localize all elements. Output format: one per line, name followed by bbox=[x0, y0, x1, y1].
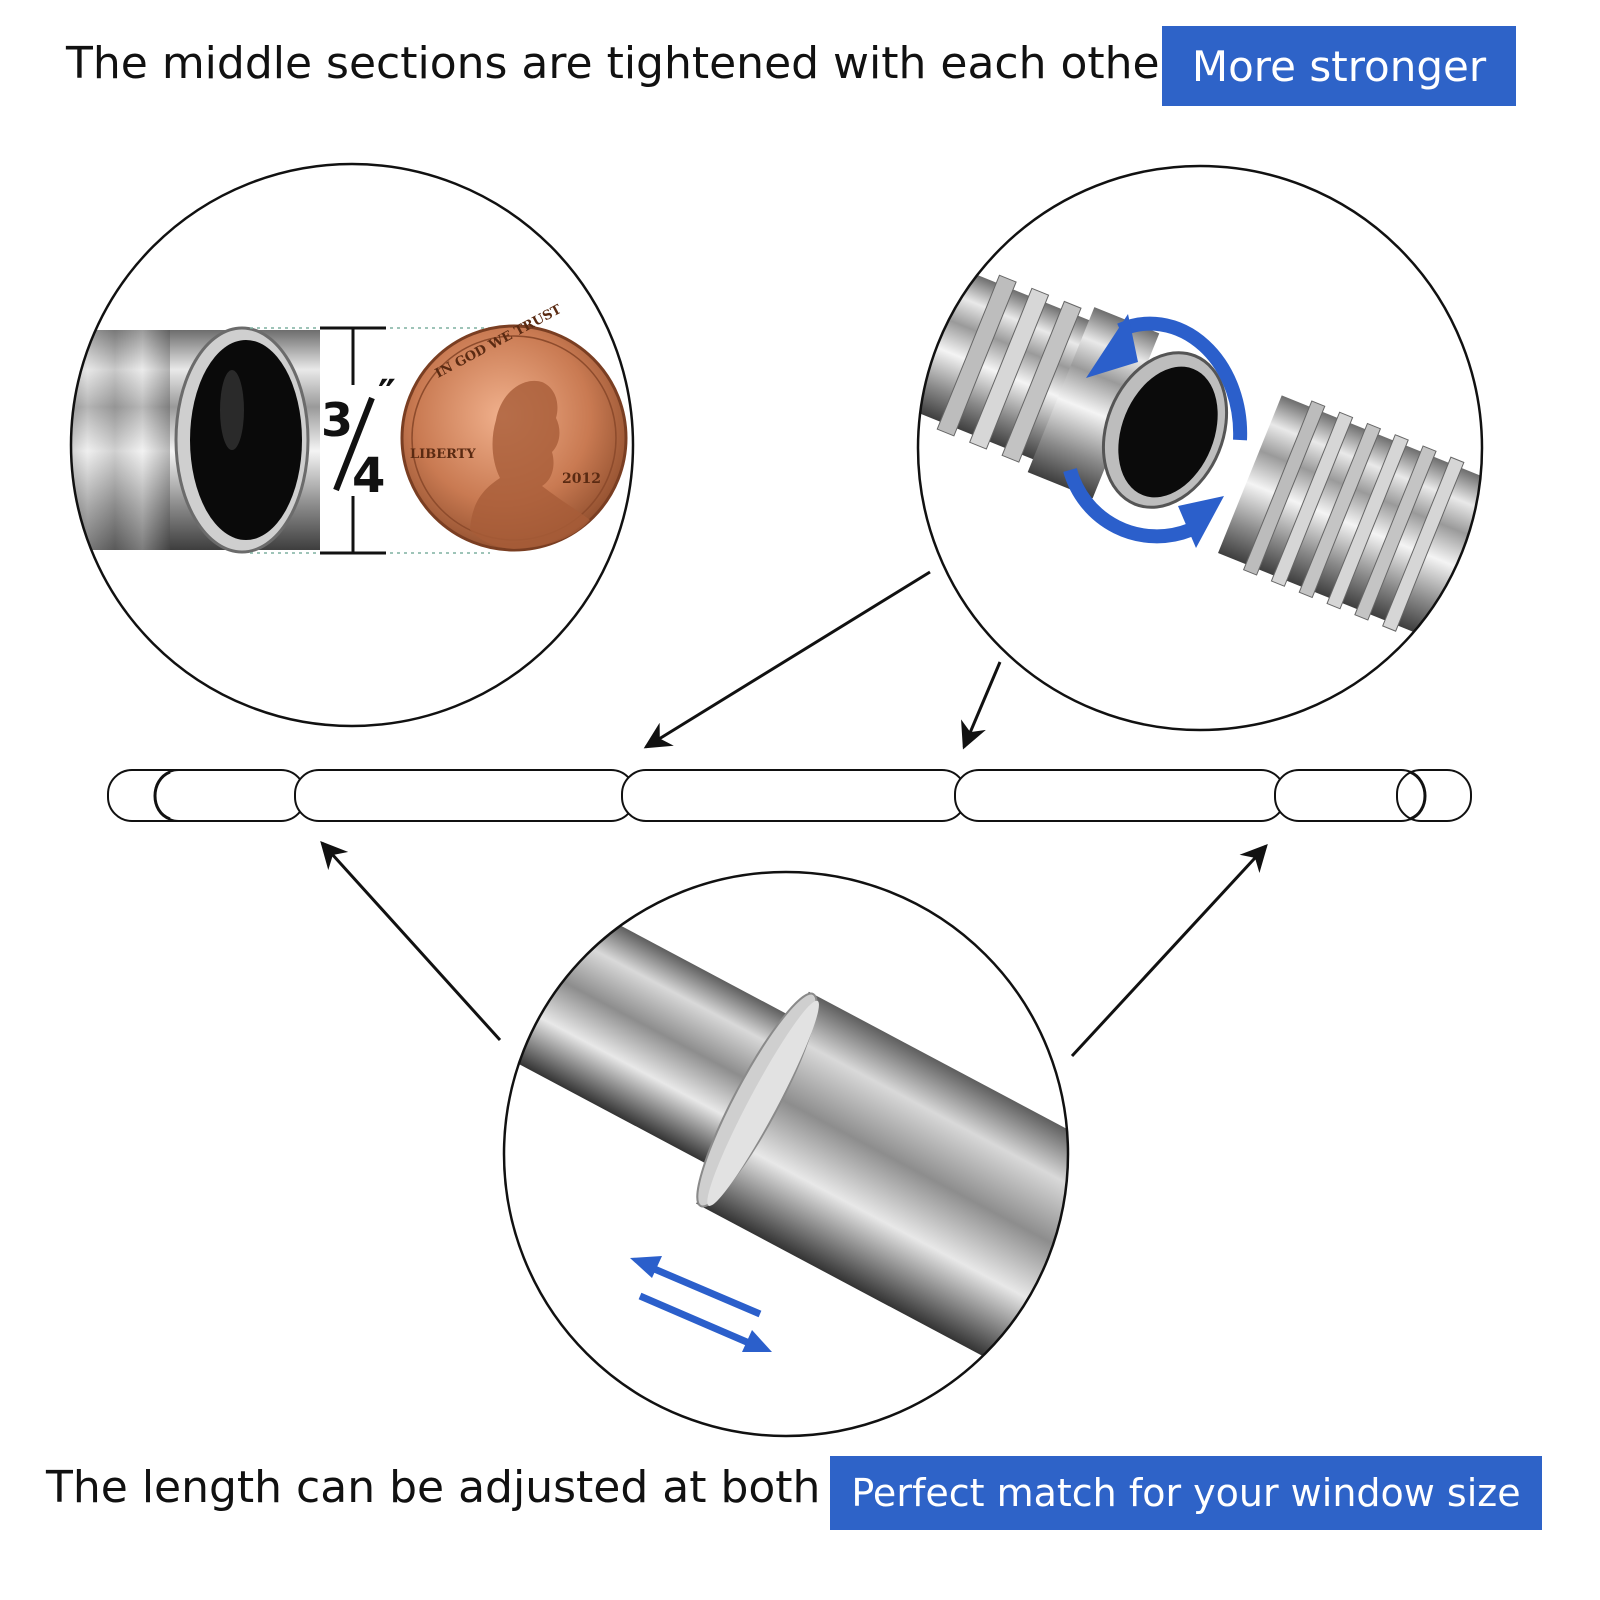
diameter-comparison-magnifier: 3 4 ″ IN GOD WE TRUST LIBERTY 2012 bbox=[69, 162, 635, 728]
fraction-numerator: 3 bbox=[321, 393, 353, 447]
threaded-joint-magnifier bbox=[916, 164, 1484, 732]
top-heading: The middle sections are tightened with e… bbox=[66, 38, 1178, 89]
top-badge: More stronger bbox=[1162, 26, 1516, 106]
tension-rod-diagram bbox=[107, 769, 1472, 822]
circular-rotate-arrows-icon bbox=[1063, 314, 1248, 548]
bottom-badge: Perfect match for your window size bbox=[830, 1456, 1542, 1530]
coin-year: 2012 bbox=[562, 471, 601, 487]
penny-coin-icon: IN GOD WE TRUST LIBERTY 2012 bbox=[400, 302, 628, 552]
black-pointer-arrow-icon bbox=[320, 570, 1268, 1058]
telescoping-sleeve-magnifier bbox=[502, 870, 1070, 1438]
diameter-dimension-icon bbox=[320, 326, 386, 555]
bottom-heading: The length can be adjusted at both bbox=[46, 1462, 821, 1513]
bidirectional-slide-arrows-icon bbox=[630, 1256, 772, 1352]
fraction-denominator: 4 bbox=[352, 448, 385, 504]
inch-mark: ″ bbox=[378, 372, 396, 418]
coin-word: LIBERTY bbox=[410, 447, 476, 462]
